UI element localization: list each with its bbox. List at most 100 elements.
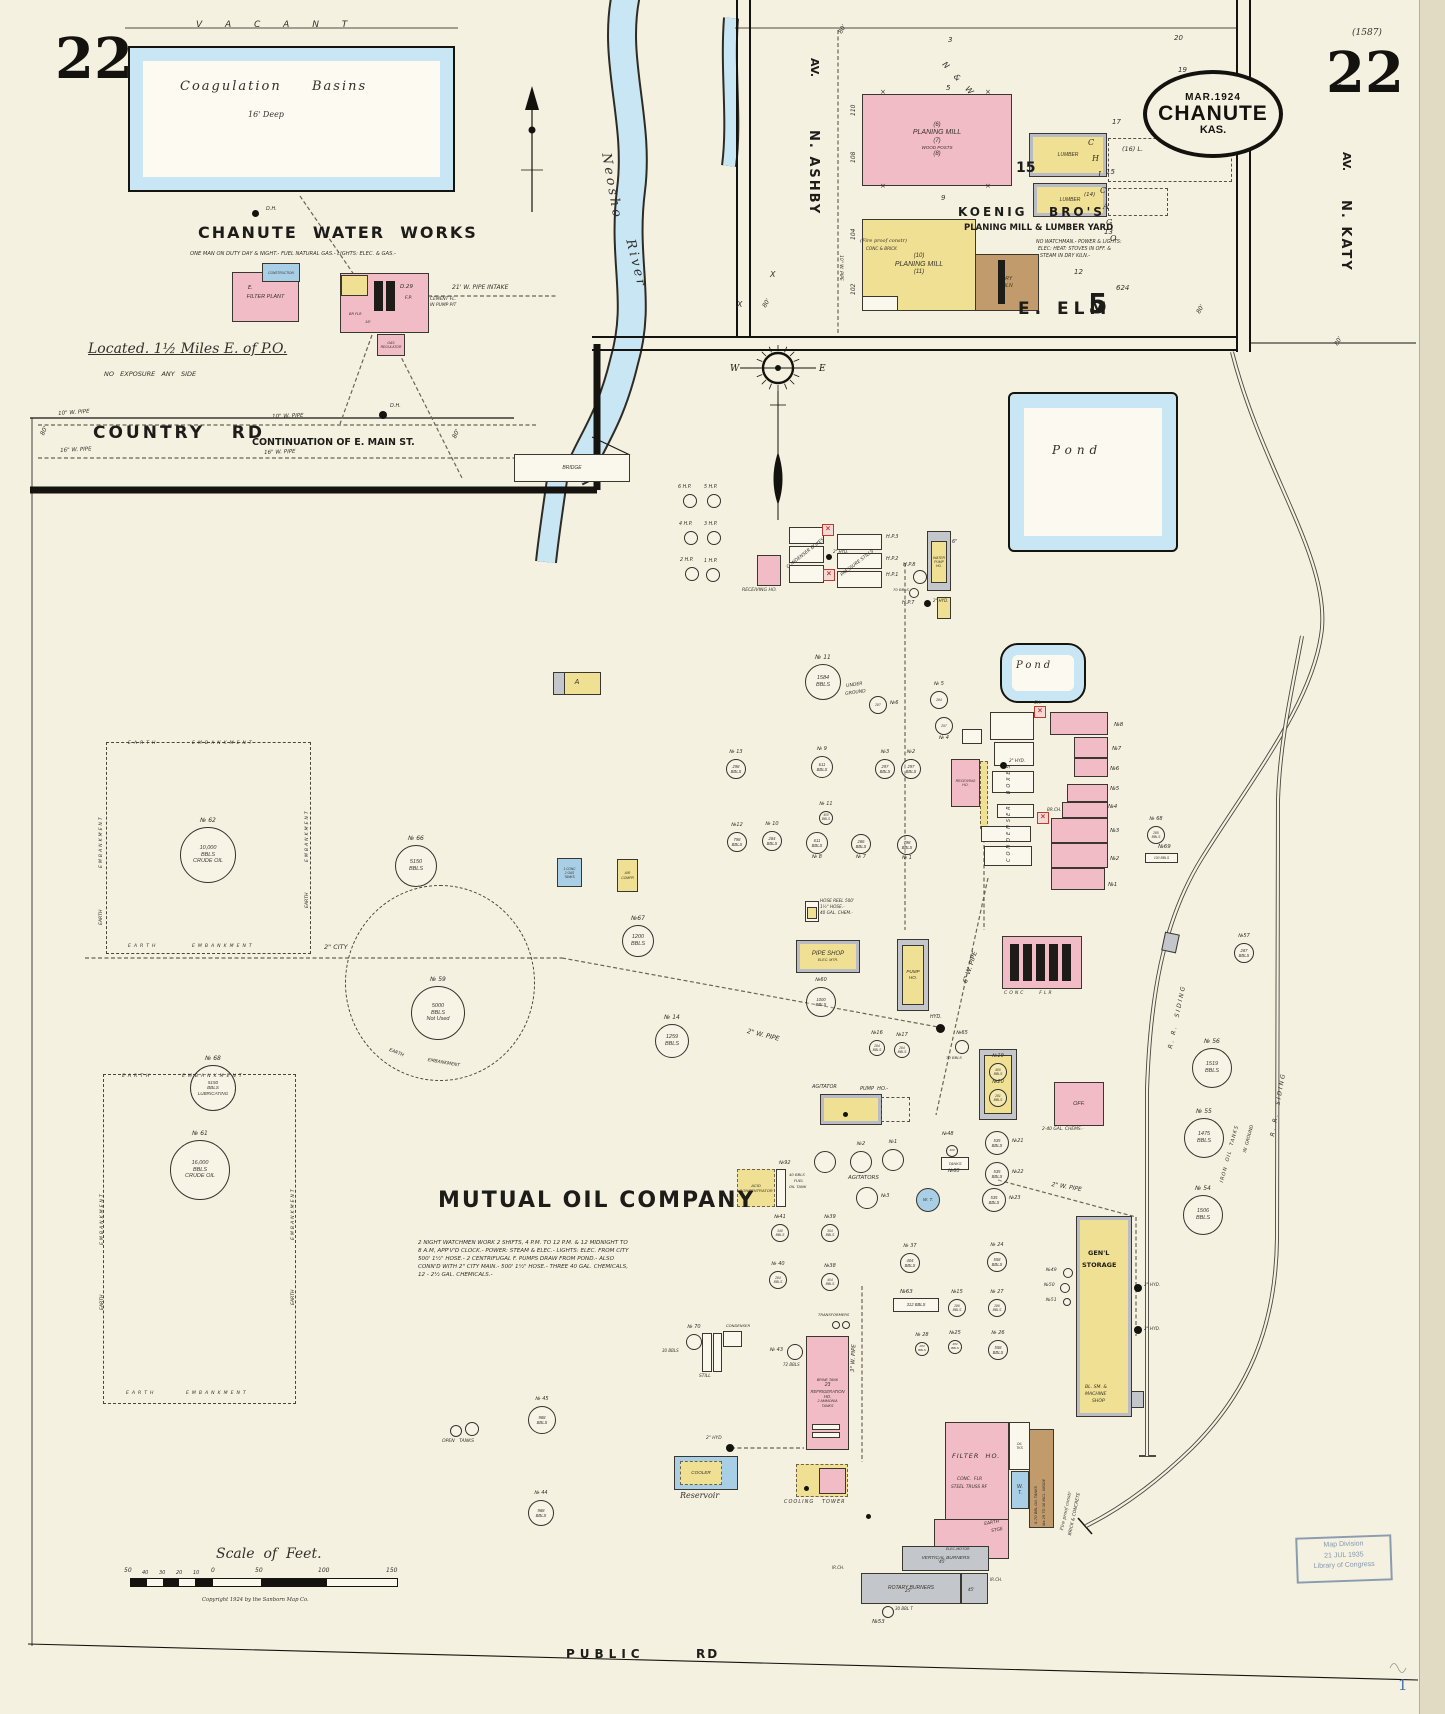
tank-№6: 287: [869, 696, 887, 714]
map-label: 20: [176, 1570, 183, 1576]
tank-№24: 558 BBLS: [987, 1252, 1007, 1272]
tank-label: №17: [896, 1032, 908, 1038]
tank-label: №67: [631, 915, 645, 922]
map-label: HYD.: [930, 1015, 942, 1020]
map-label: IR.CH.: [990, 1577, 1003, 1582]
map-label: ELEC.MOTOR: [946, 1547, 970, 1551]
building: [1049, 944, 1058, 981]
map-label: 2" HYD.: [1144, 1282, 1161, 1287]
tank: [707, 531, 721, 545]
map-label: River: [622, 237, 650, 291]
building: [1050, 712, 1108, 735]
tank: [842, 1321, 850, 1329]
tank-label: № 4: [939, 735, 949, 741]
building: [1051, 818, 1108, 843]
map-label: 8-70 BBL OIL TANKS: [1033, 1485, 1038, 1524]
map-label: COUNTRY RD: [93, 423, 265, 443]
tank: 400: [946, 1145, 958, 1157]
map-label: Located. 1½ Miles E. of P.O.: [88, 341, 288, 357]
map-label: E.: [248, 285, 253, 291]
map-label: 5: [1088, 287, 1108, 320]
tank-№41: 340 BBLS: [771, 1224, 789, 1242]
map-label: 70 BBLS: [893, 587, 909, 592]
map-label: H.P.1: [886, 572, 899, 578]
map-label: 50: [124, 1567, 132, 1574]
building: [998, 260, 1005, 304]
map-label: №49: [1046, 1268, 1057, 1273]
building: [1023, 944, 1032, 981]
building: [881, 1097, 910, 1122]
map-label: TRANSFORMERS: [818, 1312, 850, 1317]
tank-label: №25: [949, 1330, 961, 1336]
map-label: 80': [1195, 303, 1206, 315]
tank: [814, 1151, 836, 1173]
hydrant-dot: [923, 599, 931, 607]
map-label: 2 H.P.: [680, 558, 694, 563]
map-label: 100: [318, 1567, 330, 1574]
tank-label: №12: [731, 822, 743, 828]
tank-label: №15: [951, 1289, 963, 1295]
map-label: STILL: [699, 1374, 711, 1379]
scale-segment: [163, 1579, 179, 1586]
map-label: OPEN TANKS: [442, 1439, 474, 1444]
map-label: AGITATOR: [812, 1084, 837, 1090]
map-label: EARTH: [128, 741, 159, 746]
map-label: EMBANKMENT: [305, 809, 310, 862]
building: [713, 1333, 722, 1372]
map-label: 104: [850, 228, 857, 240]
tank-№65: [955, 1040, 969, 1054]
tank: [706, 568, 720, 582]
building: [776, 1169, 786, 1207]
stamp-line3: Library of Congress: [1313, 1560, 1375, 1571]
map-label: 4 H.P.: [679, 522, 693, 527]
tank-№57: 287 BBLS: [1234, 943, 1254, 963]
hydrant-dot: [999, 761, 1007, 769]
map-label: I: [1098, 170, 1102, 179]
tank-label: № 66: [408, 835, 424, 842]
map-label: 20: [1174, 34, 1183, 42]
building: 312 BBLS: [893, 1298, 939, 1312]
building: [1010, 944, 1019, 981]
map-label: IN GROUND: [1243, 1124, 1256, 1154]
tank-№4: 297: [935, 717, 953, 735]
plate-reference: (1587): [1352, 28, 1382, 38]
map-label: BR FLR: [349, 312, 362, 316]
map-label: H.P.3: [886, 534, 899, 540]
map-label: EARTH: [100, 1294, 105, 1311]
map-label: 16' Deep: [248, 110, 284, 119]
map-label: Scale of Feet.: [216, 1546, 322, 1562]
tank-№22: 535 BBLS: [985, 1162, 1009, 1186]
building: [789, 546, 824, 563]
scale-segment: [195, 1579, 213, 1586]
map-label: D.H.: [390, 403, 401, 409]
tank: [683, 494, 697, 508]
map-label: 0: [211, 1567, 215, 1574]
tank-label: № 40: [771, 1261, 785, 1267]
building: CONSTRUCTION: [262, 263, 300, 282]
tank: [465, 1422, 479, 1436]
map-label: 3" W. PIPE: [850, 1344, 858, 1373]
tank-№28: 284 BBLS: [915, 1342, 929, 1356]
building: (10)PLANING MILL(11): [862, 219, 976, 311]
map-label: 80': [39, 425, 50, 437]
building: VERTICAL BURNERS: [902, 1546, 989, 1571]
map-label: H.P.7: [902, 600, 915, 606]
map-label: 1 H.P.: [704, 559, 718, 564]
map-label: 108: [850, 151, 857, 163]
page-number: 1: [1398, 1676, 1408, 1694]
hydrant-dot: [935, 1023, 945, 1033]
sheet-number-right: 22: [1326, 40, 1404, 106]
building: [837, 553, 882, 569]
map-label: №60: [948, 1168, 960, 1174]
hydrant-dot: [826, 554, 832, 560]
map-label: CONTINUATION OF E. MAIN ST.: [252, 437, 415, 448]
building: [1051, 843, 1108, 868]
tank-label: №21: [1012, 1138, 1024, 1144]
tank-label: № 62: [200, 817, 216, 824]
tank-label: № 68: [1149, 816, 1163, 822]
map-label: 80': [451, 428, 462, 440]
building: [103, 1074, 296, 1404]
tank-№66: 5150 BBLS: [395, 845, 437, 887]
map-label: NO WATCHMAN.- POWER & LIGHTS:: [1036, 240, 1122, 245]
map-label: EARTH: [126, 1391, 157, 1396]
